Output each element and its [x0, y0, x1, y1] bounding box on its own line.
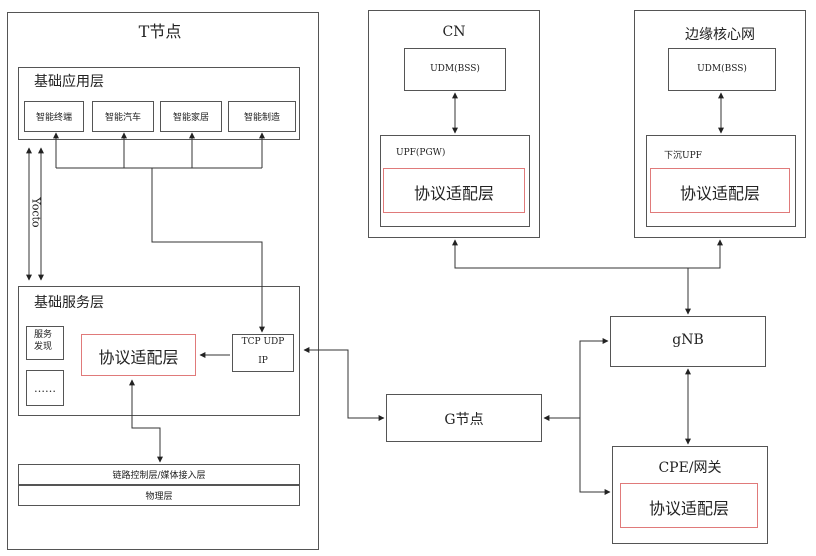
service-layer-title: 基础服务层	[34, 295, 104, 311]
app-label-terminal: 智能终端	[35, 113, 72, 123]
cn-to-bus-line	[452, 239, 723, 269]
gnb-label: gNB	[672, 332, 704, 348]
physical-layer	[18, 485, 300, 506]
fork-to-cpe-line	[579, 418, 611, 495]
edge-upf-label: 下沉UPF	[664, 151, 702, 161]
physical-layer-label: 物理层	[145, 492, 173, 502]
edge-adapter-layer	[650, 168, 790, 213]
service-discovery-label: 服务发现	[33, 330, 52, 352]
edge-adapter-label: 协议适配层	[679, 184, 760, 203]
access-layer-label: 链路控制层/媒体接入层	[112, 471, 206, 481]
bus-to-tcp-line	[151, 168, 265, 333]
app-box-car	[92, 101, 154, 132]
cn-udm-box	[404, 48, 506, 91]
g-node-label: G节点	[444, 412, 484, 428]
cn-title: CN	[442, 24, 466, 40]
service-discovery-box	[26, 326, 64, 360]
ellipsis-box	[26, 370, 64, 406]
app-label-car: 智能汽车	[104, 113, 141, 123]
cn-udm-label: UDM(BSS)	[430, 64, 480, 74]
edge-core-title: 边缘核心网	[685, 27, 755, 43]
g-node-box	[386, 394, 542, 442]
cn-adapter-label: 协议适配层	[413, 184, 494, 203]
cpe-title: CPE/网关	[658, 460, 722, 476]
cpe-adapter-label: 协议适配层	[648, 499, 729, 518]
fork-to-gnb-line	[579, 338, 609, 418]
access-layer	[18, 464, 300, 485]
cn-upf-label: UPF(PGW)	[396, 148, 446, 158]
t-adapter-label: 协议适配层	[98, 348, 179, 367]
t-to-g-line	[303, 347, 385, 421]
t-adapter-layer	[81, 334, 196, 376]
adapter-to-access-line	[129, 379, 163, 463]
app-box-terminal	[24, 101, 84, 132]
cn-adapter-layer	[383, 168, 525, 213]
app-box-home	[160, 101, 222, 132]
app-box-manufacturing	[228, 101, 296, 132]
gnb-box	[610, 316, 766, 367]
cpe-adapter-layer	[620, 483, 758, 528]
app-label-manufacturing: 智能制造	[243, 113, 280, 123]
ellipsis-label: ……	[34, 382, 56, 395]
app-layer-title: 基础应用层	[34, 74, 104, 90]
tcp-udp-label: TCP UDP	[241, 337, 285, 347]
ip-label: IP	[258, 356, 268, 366]
app-label-home: 智能家居	[172, 113, 209, 123]
tcp-ip-box	[232, 334, 294, 372]
t-node-title: T节点	[138, 22, 182, 41]
edge-udm-box	[668, 48, 776, 91]
edge-udm-label: UDM(BSS)	[697, 64, 747, 74]
